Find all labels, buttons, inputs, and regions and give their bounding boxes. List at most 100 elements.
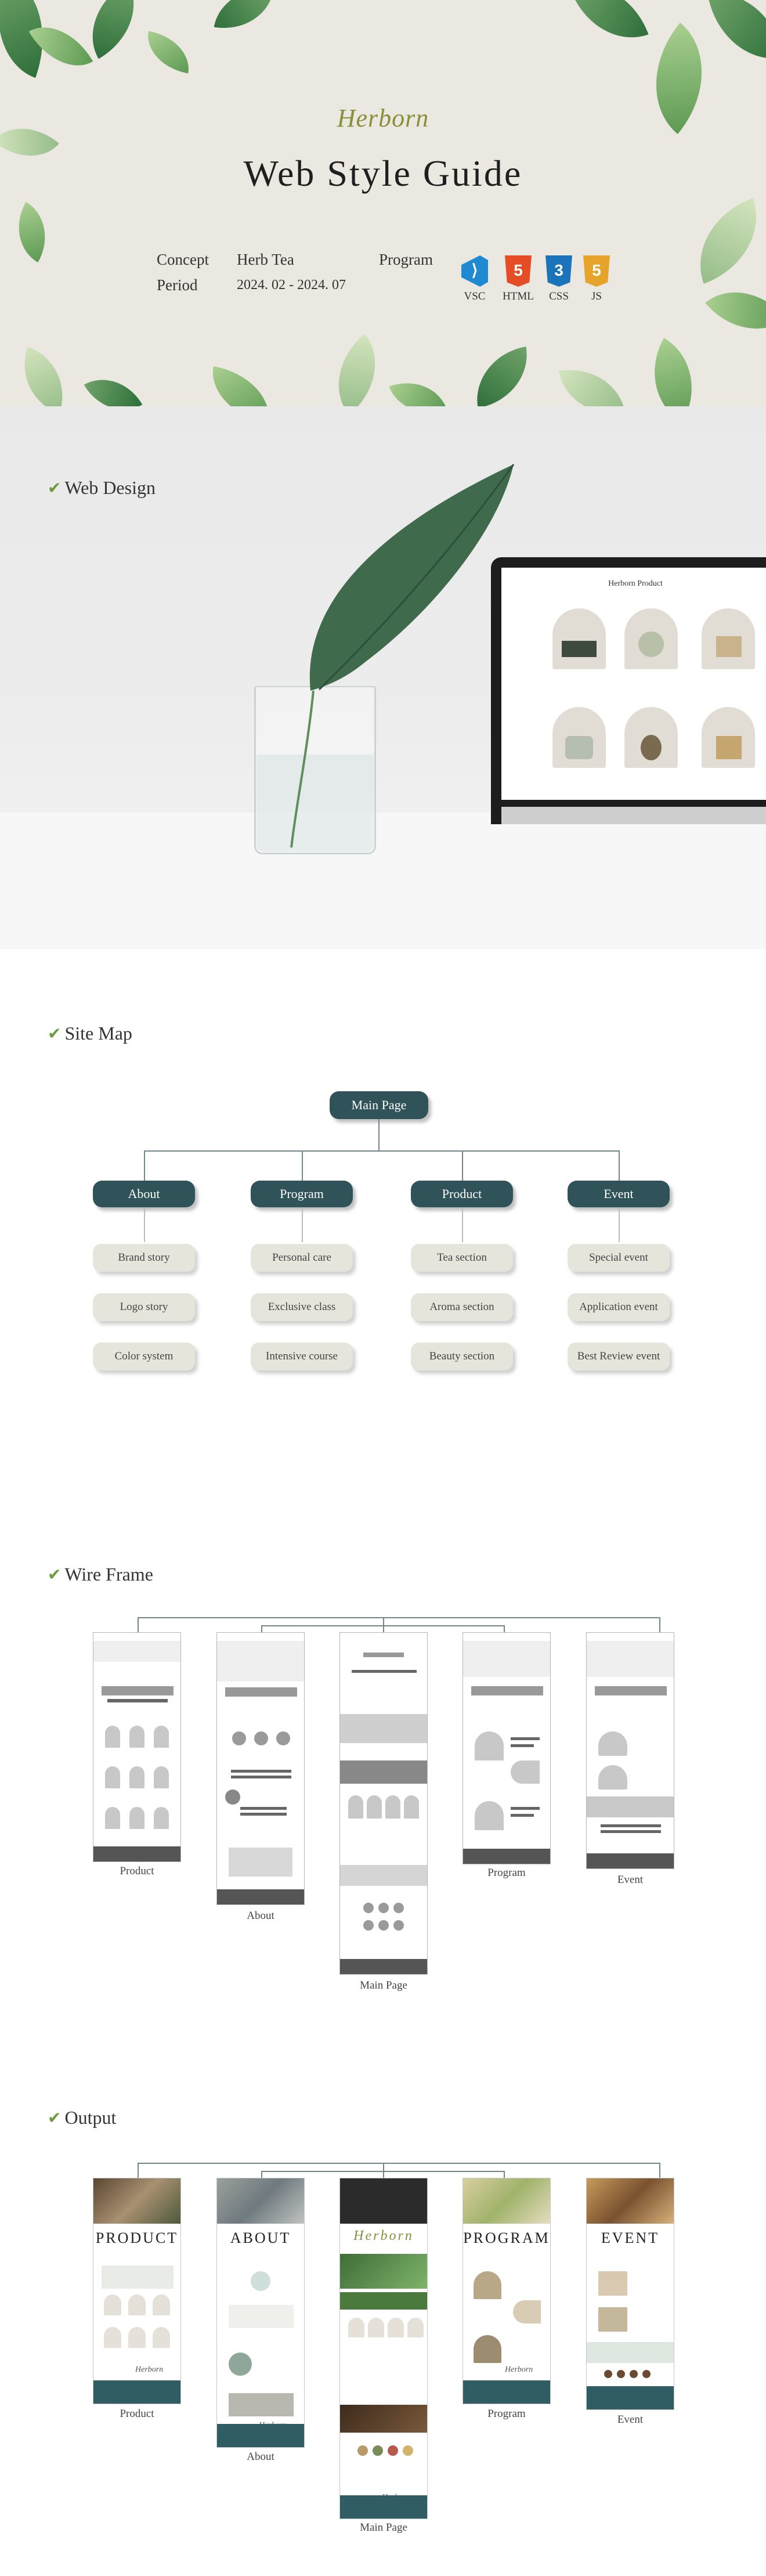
connector-line bbox=[383, 1617, 384, 1633]
leaf-decoration bbox=[468, 347, 536, 406]
output-main-page: Herborn Herborn bbox=[339, 2178, 428, 2519]
connector-line bbox=[138, 2163, 660, 2164]
sitemap-item: Tea section bbox=[411, 1244, 513, 1272]
output-caption: Program bbox=[487, 2408, 526, 2420]
program-name: HTML bbox=[503, 290, 534, 302]
section-title-text: Output bbox=[64, 2107, 117, 2128]
leaf-decoration bbox=[558, 361, 626, 406]
leaf-decoration bbox=[682, 198, 766, 284]
connector-line bbox=[144, 1207, 145, 1242]
output-product-page: PRODUCT Herborn bbox=[93, 2178, 181, 2404]
connector-line bbox=[462, 1150, 463, 1181]
checkmark-icon: ✔ bbox=[48, 479, 62, 497]
connector-line bbox=[138, 1617, 139, 1633]
wireframe-caption: Event bbox=[617, 1874, 644, 1886]
output-heading: Herborn bbox=[353, 2228, 414, 2243]
wireframe-caption: Product bbox=[120, 1865, 154, 1877]
output-caption: Product bbox=[120, 2408, 154, 2420]
checkmark-icon: ✔ bbox=[48, 2109, 62, 2127]
wireframe-caption: About bbox=[247, 1910, 274, 1922]
connector-line bbox=[261, 1625, 262, 1633]
section-title-text: Wire Frame bbox=[64, 1564, 153, 1585]
wireframe-program bbox=[463, 1632, 551, 1864]
js-icon: 5 bbox=[583, 255, 610, 287]
output-about-page: ABOUT Herborn bbox=[216, 2178, 305, 2448]
connector-line bbox=[619, 1207, 620, 1242]
leaf-decoration bbox=[10, 347, 77, 406]
section-title-web-design: ✔ Web Design bbox=[48, 477, 156, 499]
leaf-decoration bbox=[142, 31, 194, 74]
output-heading: ABOUT bbox=[230, 2229, 291, 2246]
connector-line bbox=[302, 1150, 303, 1181]
output-heading: EVENT bbox=[601, 2229, 660, 2246]
product-image bbox=[565, 736, 593, 759]
period-value: 2024. 02 - 2024. 07 bbox=[237, 277, 346, 293]
sitemap-item: Logo story bbox=[93, 1293, 195, 1321]
sitemap-item: Exclusive class bbox=[251, 1293, 353, 1321]
product-image bbox=[716, 636, 742, 657]
sitemap-branch-product: Product bbox=[411, 1181, 513, 1207]
output-event-page: EVENT bbox=[586, 2178, 674, 2410]
leaf-plant bbox=[290, 464, 515, 848]
leaf-decoration bbox=[205, 366, 277, 406]
concept-value: Herb Tea bbox=[237, 251, 294, 268]
footer-logo: Herborn bbox=[505, 2365, 533, 2374]
connector-line bbox=[619, 1150, 620, 1181]
sitemap-branch-program: Program bbox=[251, 1181, 353, 1207]
wireframe-event bbox=[586, 1632, 674, 1869]
program-name: JS bbox=[591, 290, 602, 302]
program-label: Program bbox=[379, 251, 433, 268]
sitemap-item: Best Review event bbox=[568, 1343, 670, 1370]
laptop-keyboard bbox=[501, 807, 766, 824]
checkmark-icon: ✔ bbox=[48, 1024, 62, 1043]
sitemap-item: Application event bbox=[568, 1293, 670, 1321]
concept-label: Concept bbox=[157, 251, 209, 268]
sitemap-item: Special event bbox=[568, 1244, 670, 1272]
section-title-text: Site Map bbox=[64, 1023, 132, 1044]
wireframe-product bbox=[93, 1632, 181, 1862]
leaf-decoration bbox=[570, 0, 649, 55]
hero-banner: Herborn Web Style Guide Concept Herb Tea… bbox=[0, 0, 766, 406]
leaf-decoration bbox=[2, 201, 62, 263]
screen-title: Herborn Product bbox=[608, 579, 663, 588]
footer-logo: Herborn bbox=[135, 2365, 164, 2374]
period-label: Period bbox=[157, 276, 198, 294]
leaf-decoration bbox=[389, 370, 447, 406]
connector-line bbox=[302, 1207, 303, 1242]
output-caption: About bbox=[247, 2451, 274, 2463]
section-title-output: ✔ Output bbox=[48, 2107, 116, 2128]
water bbox=[256, 755, 374, 852]
brand-logo: Herborn bbox=[337, 104, 429, 132]
sitemap-item: Intensive course bbox=[251, 1343, 353, 1370]
leaf-decoration bbox=[84, 364, 143, 406]
output-heading: PROGRAM bbox=[463, 2229, 550, 2246]
sitemap-root-main-page: Main Page bbox=[330, 1091, 428, 1119]
product-image bbox=[641, 735, 662, 760]
vscode-icon: ⟩ bbox=[461, 255, 488, 287]
laptop-screen: Herborn Product bbox=[501, 568, 766, 800]
product-image bbox=[562, 641, 597, 657]
checkmark-icon: ✔ bbox=[48, 1565, 62, 1584]
connector-line bbox=[659, 1617, 660, 1633]
sitemap-item: Beauty section bbox=[411, 1343, 513, 1370]
html5-icon: 5 bbox=[505, 255, 532, 287]
connector-line bbox=[383, 2163, 384, 2178]
connector-line bbox=[261, 2171, 262, 2178]
program-name: VSC bbox=[464, 290, 486, 302]
output-program-page: PROGRAM Herborn bbox=[463, 2178, 551, 2404]
connector-line bbox=[378, 1119, 380, 1152]
connector-line bbox=[462, 1207, 463, 1242]
web-design-photo: ✔ Web Design Herborn Product bbox=[0, 406, 766, 949]
sitemap-item: Personal care bbox=[251, 1244, 353, 1272]
laptop: Herborn Product bbox=[491, 557, 766, 824]
wireframe-caption: Main Page bbox=[360, 1979, 407, 1991]
css3-icon: 3 bbox=[545, 255, 572, 287]
section-title-wire-frame: ✔ Wire Frame bbox=[48, 1564, 153, 1585]
product-image bbox=[716, 736, 742, 759]
sitemap-branch-about: About bbox=[93, 1181, 195, 1207]
sitemap-item: Color system bbox=[93, 1343, 195, 1370]
leaf-decoration bbox=[315, 334, 399, 406]
connector-line bbox=[659, 2163, 660, 2178]
sitemap-item: Aroma section bbox=[411, 1293, 513, 1321]
output-heading: PRODUCT bbox=[95, 2229, 179, 2246]
